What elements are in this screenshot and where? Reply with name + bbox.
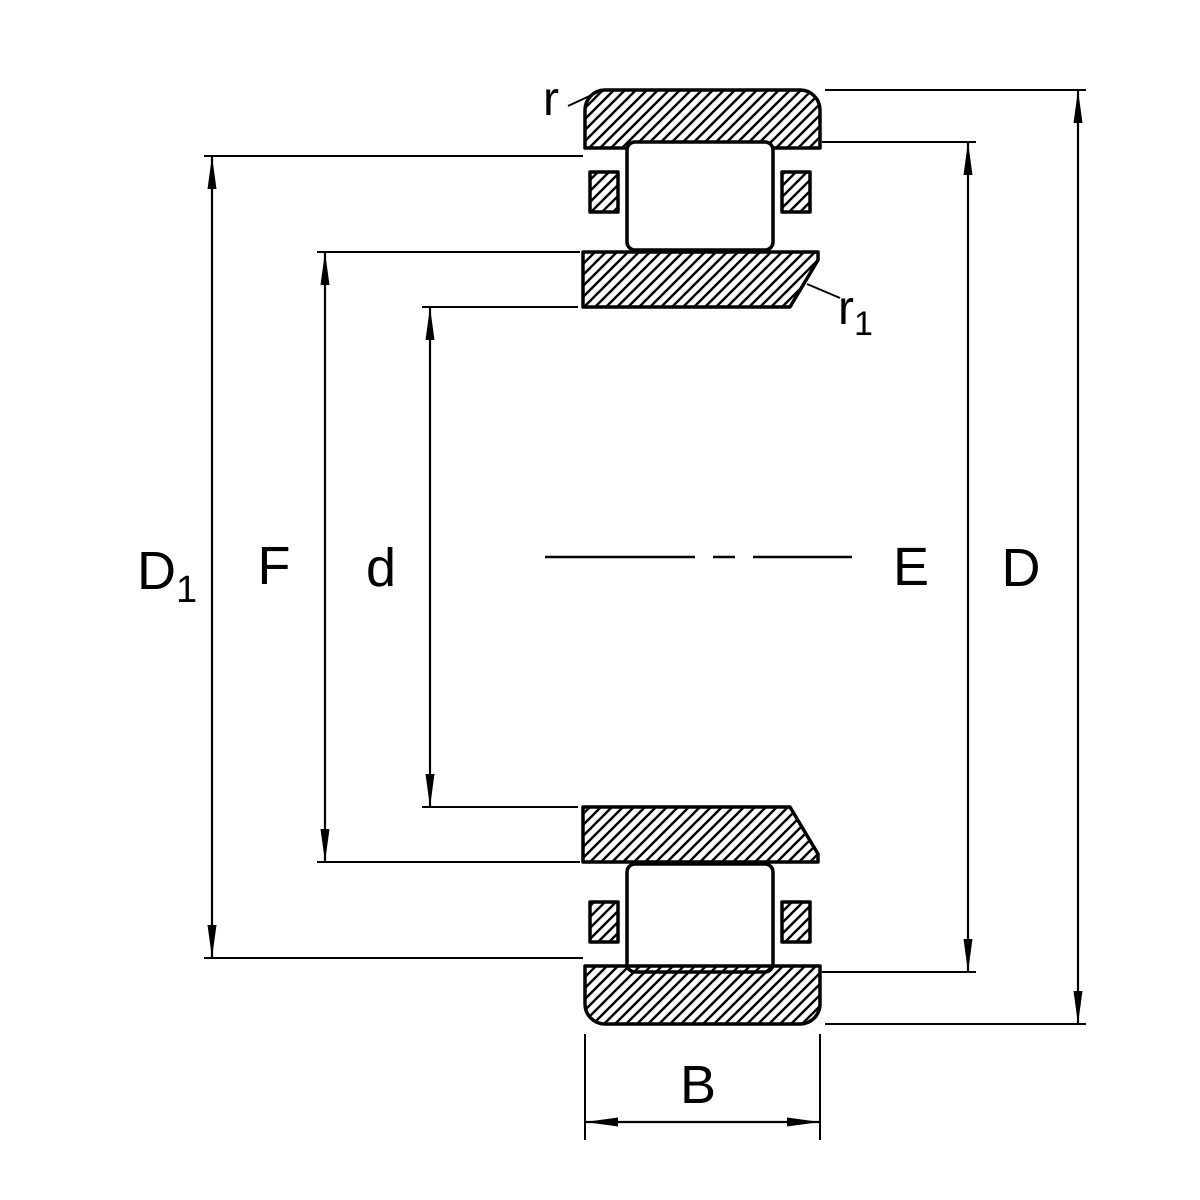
- inner-ring-top-section: [581, 250, 820, 309]
- cage-bottom-right: [780, 900, 812, 944]
- dim-label-D1: D1: [137, 541, 197, 611]
- leader-line-r: [567, 92, 597, 107]
- dim-label-r: r: [543, 73, 559, 126]
- cage-top-left: [588, 170, 620, 214]
- dimension-B: B: [584, 1034, 821, 1140]
- dimension-F: F: [258, 251, 580, 863]
- dimension-D1: D1: [137, 155, 583, 959]
- cage-top-right: [780, 170, 812, 214]
- dimension-d: d: [366, 306, 578, 808]
- dim-label-D: D: [1002, 538, 1041, 598]
- roller-bottom: [625, 862, 775, 974]
- dim-label-r1: r1: [838, 282, 873, 343]
- annotation-r1: r1: [806, 282, 873, 343]
- outer-ring-bottom-section: [583, 964, 822, 1026]
- roller-top: [625, 140, 775, 252]
- dim-label-F: F: [258, 536, 291, 596]
- inner-ring-bottom-section: [581, 805, 820, 864]
- dimensions: D1 F d E: [137, 73, 1086, 1140]
- bearing-cross-section: [545, 88, 852, 1026]
- dim-label-E: E: [893, 537, 929, 597]
- dim-label-d: d: [366, 538, 396, 598]
- dimension-E: E: [822, 141, 976, 973]
- dimension-D: D: [825, 89, 1086, 1025]
- cage-bottom-left: [588, 900, 620, 944]
- dim-label-B: B: [680, 1055, 716, 1115]
- annotation-r: r: [543, 73, 597, 126]
- leader-line-r1: [806, 283, 841, 299]
- outer-ring-top-section: [583, 88, 822, 150]
